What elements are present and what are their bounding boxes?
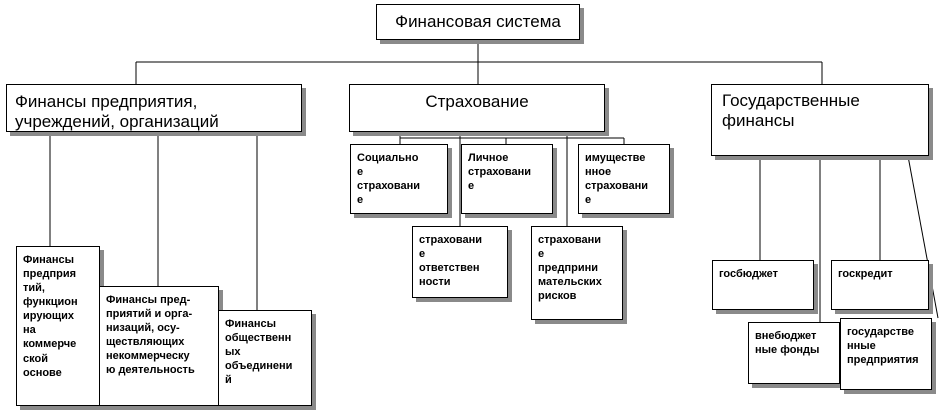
branch-state-finances: Государственные финансы bbox=[711, 84, 929, 156]
node-label: внебюджет ные фонды bbox=[755, 330, 820, 357]
node-label: Финансы предприятия, учреждений, организ… bbox=[15, 92, 219, 132]
node-label: госкредит bbox=[838, 268, 893, 280]
leaf-property-insurance: имуществе нное страховани е bbox=[578, 144, 670, 214]
connector-line bbox=[907, 155, 939, 319]
branch-insurance: Страхование bbox=[349, 84, 605, 132]
node-label: Социально е страховани е bbox=[357, 152, 421, 207]
node-label: Государственные финансы bbox=[722, 91, 860, 131]
node-label: госбюджет bbox=[719, 268, 779, 280]
node-label: Личное страховани е bbox=[468, 152, 532, 193]
node-label: Финансы общественн ых объединени й bbox=[225, 318, 293, 387]
node-label: страховани е предприни мательских рисков bbox=[538, 234, 602, 303]
leaf-liability-insurance: страховани е ответствен ности bbox=[412, 226, 508, 298]
leaf-personal-insurance: Личное страховани е bbox=[461, 144, 553, 214]
leaf-public-associations: Финансы общественн ых объединени й bbox=[218, 310, 312, 406]
node-label: Финансы пред- приятий и орга- низаций, о… bbox=[106, 294, 195, 377]
leaf-commercial-enterprises: Финансы предприя тий, функцион ирующих н… bbox=[16, 246, 100, 406]
branch-enterprise-finances: Финансы предприятия, учреждений, организ… bbox=[6, 84, 302, 132]
leaf-social-insurance: Социально е страховани е bbox=[350, 144, 448, 214]
leaf-extrabudgetary-funds: внебюджет ные фонды bbox=[748, 322, 840, 384]
node-label: Страхование bbox=[425, 92, 529, 111]
leaf-state-budget: госбюджет bbox=[712, 260, 814, 310]
node-label: государстве нные предприятия bbox=[847, 326, 919, 367]
node-label: Финансовая система bbox=[395, 12, 561, 31]
node-label: имуществе нное страховани е bbox=[585, 152, 649, 207]
node-label: страховани е ответствен ности bbox=[419, 234, 483, 289]
leaf-state-credit: госкредит bbox=[831, 260, 929, 310]
root-node: Финансовая система bbox=[376, 4, 580, 40]
leaf-business-risk-insurance: страховани е предприни мательских рисков bbox=[531, 226, 623, 320]
leaf-noncommercial-organizations: Финансы пред- приятий и орга- низаций, о… bbox=[99, 286, 219, 406]
leaf-state-enterprises: государстве нные предприятия bbox=[840, 318, 932, 390]
node-label: Финансы предприя тий, функцион ирующих н… bbox=[23, 254, 78, 379]
